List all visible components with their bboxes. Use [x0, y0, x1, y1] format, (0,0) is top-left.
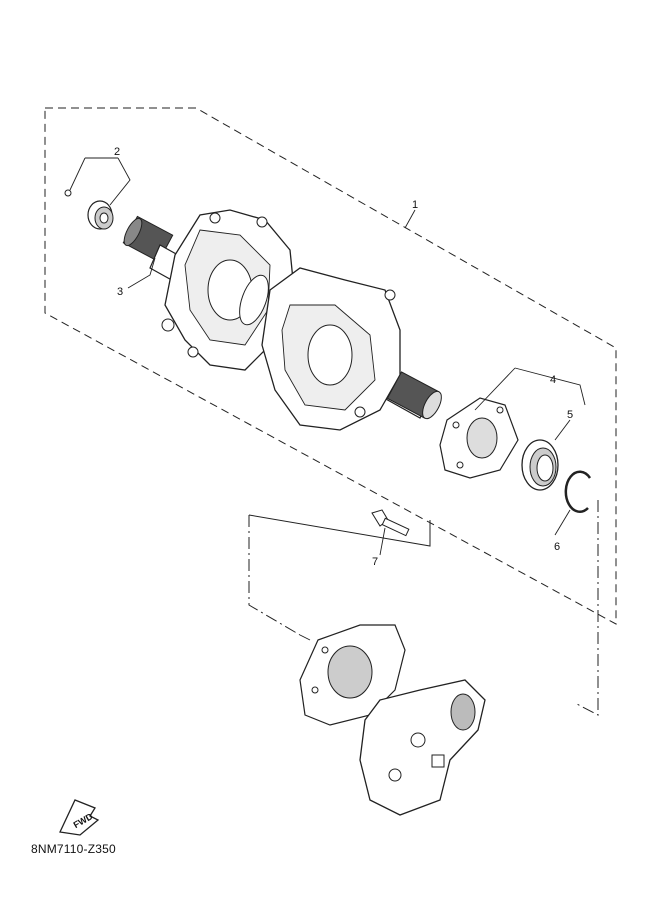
part-4-bearing-housing — [439, 397, 519, 479]
brake-bracket — [299, 624, 406, 726]
callout-7: 7 — [372, 556, 378, 568]
assembly-boundary — [44, 107, 617, 625]
part-5-bearing — [521, 439, 559, 491]
callout-2: 2 — [114, 146, 120, 158]
callout-4: 4 — [550, 374, 556, 386]
bracket-group-boundary-right — [574, 500, 599, 716]
part-6-circlip — [564, 470, 592, 513]
drawing-code: 8NM7110-Z350 — [31, 842, 116, 856]
part-2-seal-cap — [64, 189, 114, 230]
callout-1: 1 — [412, 199, 418, 211]
callout-5: 5 — [567, 409, 573, 421]
part-7-bolt — [371, 509, 410, 537]
bracket-group-boundary-top — [248, 514, 431, 547]
brake-caliper — [359, 679, 486, 816]
leader-lines — [69, 157, 586, 641]
callout-6: 6 — [554, 541, 560, 553]
callout-3: 3 — [117, 286, 123, 298]
bracket-group-boundary — [248, 515, 301, 636]
fwd-arrow-icon: FWD — [59, 799, 100, 836]
part-1-drive-shaft-assembly — [149, 209, 442, 431]
